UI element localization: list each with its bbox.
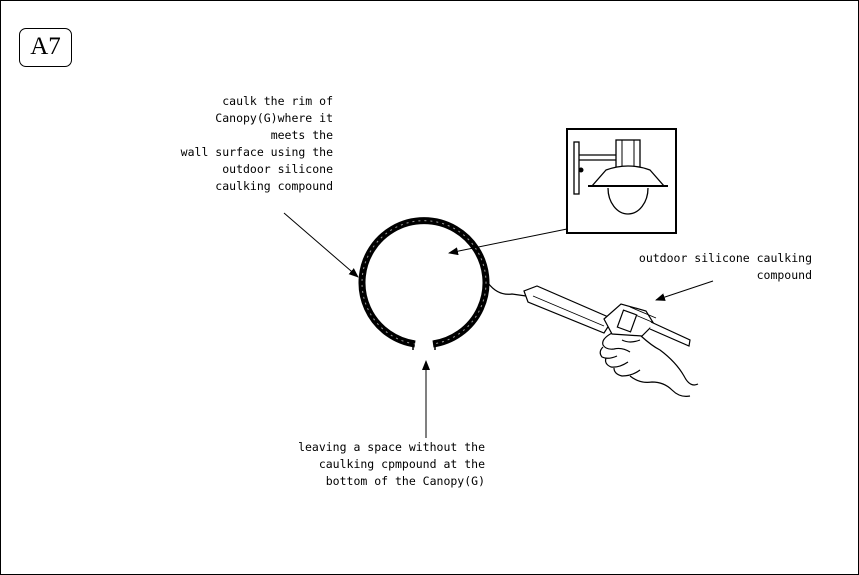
- hand: [599, 332, 699, 397]
- canopy-ring: [358, 217, 490, 350]
- inset-leader-arrow: [448, 228, 568, 256]
- rim-leader-arrow: [283, 212, 359, 278]
- compound-label: outdoor silicone caulking compound: [638, 251, 812, 282]
- caulking-gun: [487, 282, 691, 347]
- step-badge: A7: [19, 28, 72, 67]
- rim-caulk-instruction: caulk the rim of Canopy(G)where it meets…: [180, 94, 333, 193]
- compound-leader-arrow: [655, 280, 714, 301]
- gap-instruction: leaving a space without the caulking cpm…: [298, 440, 485, 488]
- lamp-inset: [566, 128, 677, 234]
